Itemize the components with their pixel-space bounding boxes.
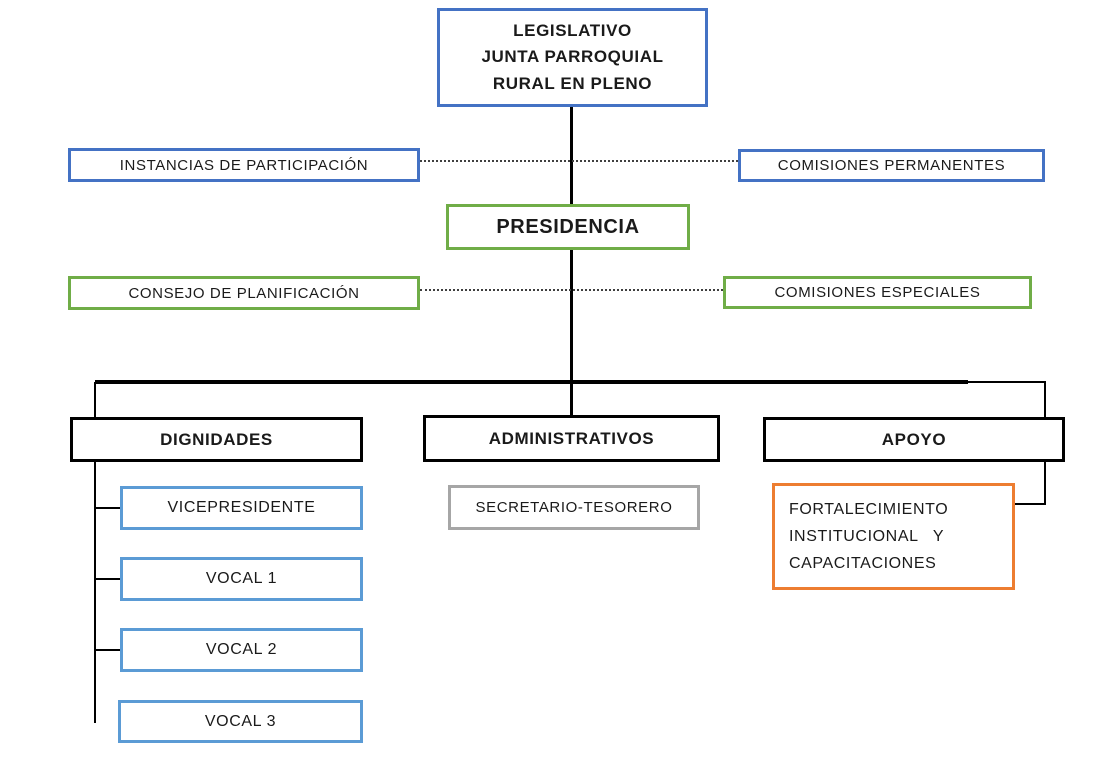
node-comisiones-especiales-label: COMISIONES ESPECIALES xyxy=(774,284,981,301)
node-apoyo: APOYO xyxy=(763,417,1065,462)
node-instancias-label: INSTANCIAS DE PARTICIPACIÓN xyxy=(119,156,369,174)
node-administrativos-label: ADMINISTRATIVOS xyxy=(488,428,655,448)
connector-dotted-consejo-especiales xyxy=(420,289,723,291)
node-secretario-label: SECRETARIO-TESORERO xyxy=(475,499,673,516)
connector-apoyo-elbow-horizontal xyxy=(1015,503,1046,505)
node-fortalecimiento-line1: FORTALECIMIENTO xyxy=(789,500,949,518)
node-legislativo-line3: RURAL EN PLENO xyxy=(492,73,653,93)
node-vocal-1: VOCAL 1 xyxy=(120,557,363,601)
node-fortalecimiento: FORTALECIMIENTO INSTITUCIONAL Y CAPACITA… xyxy=(772,483,1015,590)
node-vocal-3: VOCAL 3 xyxy=(118,700,363,743)
node-legislativo: LEGISLATIVO JUNTA PARROQUIAL RURAL EN PL… xyxy=(437,8,708,107)
node-comisiones-permanentes-label: COMISIONES PERMANENTES xyxy=(777,157,1006,174)
node-fortalecimiento-line2: INSTITUCIONAL Y xyxy=(789,527,945,545)
connector-apoyo-elbow-vertical xyxy=(1044,462,1046,505)
node-vocal-2: VOCAL 2 xyxy=(120,628,363,672)
node-legislativo-line1: LEGISLATIVO xyxy=(513,20,632,40)
node-dignidades-label: DIGNIDADES xyxy=(160,429,273,449)
node-presidencia: PRESIDENCIA xyxy=(446,204,690,250)
connector-dignidades-spine xyxy=(94,462,96,723)
connector-tick-vocal1 xyxy=(95,578,120,580)
connector-horizontal-thick xyxy=(95,380,968,384)
node-apoyo-label: APOYO xyxy=(881,429,947,449)
node-comisiones-permanentes: COMISIONES PERMANENTES xyxy=(738,149,1045,182)
connector-drop-administrativos xyxy=(570,382,573,415)
connector-dotted-instancias-permanentes xyxy=(420,160,738,162)
node-instancias-participacion: INSTANCIAS DE PARTICIPACIÓN xyxy=(68,148,420,182)
node-fortalecimiento-line3: CAPACITACIONES xyxy=(789,555,937,573)
node-consejo-planificacion: CONSEJO DE PLANIFICACIÓN xyxy=(68,276,420,310)
connector-drop-dignidades xyxy=(94,382,96,417)
connector-tick-vocal2 xyxy=(95,649,120,651)
connector-presidencia-trunk xyxy=(570,250,573,382)
connector-horizontal-thin-right xyxy=(966,381,1046,383)
node-secretario-tesorero: SECRETARIO-TESORERO xyxy=(448,485,700,530)
node-presidencia-label: PRESIDENCIA xyxy=(496,215,640,238)
node-vicepresidente: VICEPRESIDENTE xyxy=(120,486,363,530)
node-legislativo-line2: JUNTA PARROQUIAL xyxy=(481,47,664,67)
node-vocal-3-label: VOCAL 3 xyxy=(204,712,277,730)
node-vicepresidente-label: VICEPRESIDENTE xyxy=(167,499,316,516)
node-comisiones-especiales: COMISIONES ESPECIALES xyxy=(723,276,1032,309)
node-dignidades: DIGNIDADES xyxy=(70,417,363,462)
node-administrativos: ADMINISTRATIVOS xyxy=(423,415,720,462)
node-vocal-2-label: VOCAL 2 xyxy=(205,641,278,658)
node-consejo-label: CONSEJO DE PLANIFICACIÓN xyxy=(128,284,360,302)
node-vocal-1-label: VOCAL 1 xyxy=(205,570,278,587)
connector-tick-vicepresidente xyxy=(95,507,120,509)
connector-drop-apoyo xyxy=(1044,381,1046,417)
connector-legislativo-presidencia xyxy=(570,107,573,204)
